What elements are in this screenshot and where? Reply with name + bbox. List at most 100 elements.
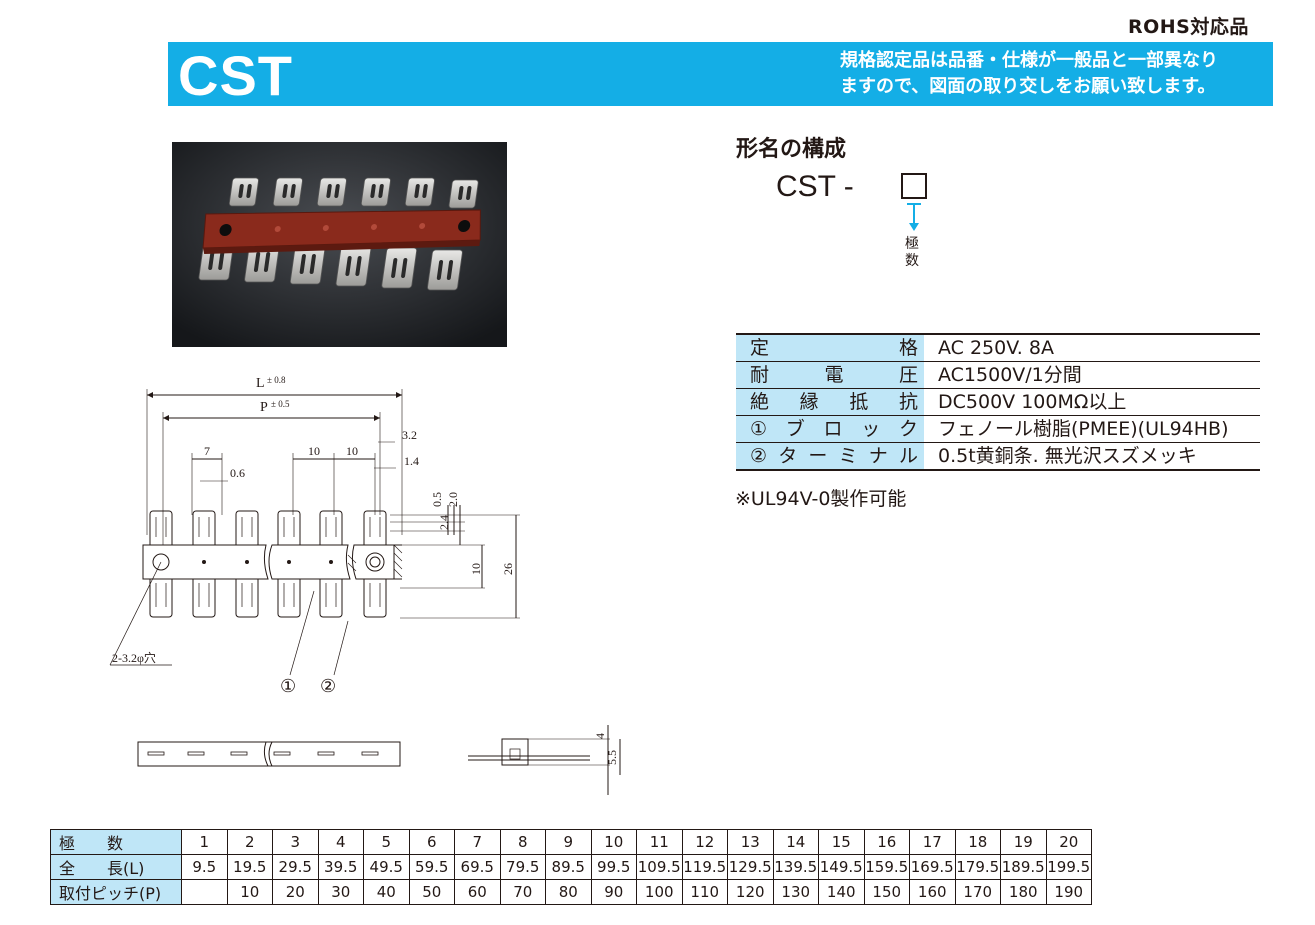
spec-key: ①ブロック <box>736 415 924 443</box>
dim-0-6-label: 0.6 <box>230 466 245 480</box>
table-cell: 120 <box>727 879 774 905</box>
table-cell: 100 <box>636 879 683 905</box>
table-cell: 99.5 <box>590 854 637 880</box>
table-cell: 12 <box>681 829 728 855</box>
table-cell: 69.5 <box>454 854 501 880</box>
table-cell: 110 <box>681 879 728 905</box>
arrow-down-icon <box>907 203 921 231</box>
table-cell: 2 <box>226 829 273 855</box>
row-header: 取付ピッチ(P) <box>50 879 182 905</box>
title-banner <box>168 42 1273 106</box>
spec-value: DC500V 100MΩ以上 <box>924 388 1260 416</box>
row-header: 極 数 <box>50 829 182 855</box>
table-cell: 149.5 <box>818 854 865 880</box>
dim-2-0-label: 2.0 <box>446 492 460 507</box>
spec-note: ※UL94V-0製作可能 <box>735 488 907 510</box>
table-cell: 5 <box>363 829 410 855</box>
table-cell: 79.5 <box>499 854 546 880</box>
table-cell: 40 <box>363 879 410 905</box>
spec-key: ②ターミナル <box>736 442 924 471</box>
product-title: CST <box>178 44 293 107</box>
spec-key: 絶縁抵抗 <box>736 388 924 416</box>
terminal-block-illustration <box>172 142 507 347</box>
dim-2-4-label: 2.4 <box>437 515 451 530</box>
dim-10-vertical-label: 10 <box>469 563 483 575</box>
dim-26-label: 26 <box>501 563 515 575</box>
table-cell: 20 <box>272 879 319 905</box>
table-cell: 70 <box>499 879 546 905</box>
rohs-label: ROHS対応品 <box>1128 16 1249 38</box>
table-cell: 10 <box>226 879 273 905</box>
table-cell: 3 <box>272 829 319 855</box>
dim-l-tolerance: ± 0.8 <box>267 375 286 385</box>
table-cell: 8 <box>499 829 546 855</box>
table-cell: 15 <box>818 829 865 855</box>
table-cell: 19 <box>1000 829 1047 855</box>
pole-count-box <box>901 173 927 199</box>
part-number-code: CST - <box>776 170 854 203</box>
table-cell: 19.5 <box>226 854 273 880</box>
table-cell: 130 <box>772 879 819 905</box>
table-cell: 18 <box>954 829 1001 855</box>
table-cell: 9.5 <box>181 854 228 880</box>
dim-p-label: P <box>260 400 268 415</box>
table-cell: 179.5 <box>954 854 1001 880</box>
certification-note: 規格認定品は品番・仕様が一般品と一部異なり ますので、図面の取り交しをお願い致し… <box>840 48 1270 100</box>
table-cell: 150 <box>863 879 910 905</box>
dim-5-5-label: 5.5 <box>605 750 619 765</box>
table-cell: 140 <box>818 879 865 905</box>
table-cell: 7 <box>454 829 501 855</box>
table-cell: 119.5 <box>681 854 728 880</box>
spec-value: 0.5t黄銅条. 無光沢スズメッキ <box>924 442 1260 471</box>
dim-10a-label: 10 <box>308 444 320 458</box>
table-cell: 11 <box>636 829 683 855</box>
table-cell: 10 <box>590 829 637 855</box>
table-cell: 159.5 <box>863 854 910 880</box>
table-cell: 49.5 <box>363 854 410 880</box>
table-cell: 30 <box>317 879 364 905</box>
spec-value: AC 250V. 8A <box>924 333 1260 362</box>
dimension-drawing: L ± 0.8 P ± 0.5 7 0.6 10 10 3.2 1.4 0.5 … <box>109 375 621 795</box>
dim-0-5-label: 0.5 <box>430 492 444 507</box>
dim-3-2-label: 3.2 <box>402 428 417 442</box>
table-cell: 13 <box>727 829 774 855</box>
table-cell: 139.5 <box>772 854 819 880</box>
block-marker: ① <box>280 676 296 696</box>
table-cell: 129.5 <box>727 854 774 880</box>
table-cell: 50 <box>408 879 455 905</box>
certification-note-line2: ますので、図面の取り交しをお願い致します。 <box>840 76 1216 97</box>
table-cell: 20 <box>1045 829 1092 855</box>
table-cell: 170 <box>954 879 1001 905</box>
spec-value: フェノール樹脂(PMEE)(UL94HB) <box>924 415 1260 443</box>
table-cell <box>181 879 228 905</box>
table-cell: 90 <box>590 879 637 905</box>
dim-1-4-label: 1.4 <box>404 454 419 468</box>
terminal-marker: ② <box>320 676 336 696</box>
table-cell: 189.5 <box>1000 854 1047 880</box>
hole-label: 2-3.2φ穴 <box>112 650 156 665</box>
dim-l-label: L <box>256 376 265 391</box>
table-cell: 80 <box>545 879 592 905</box>
spec-key: 定格 <box>736 333 924 362</box>
dim-10b-label: 10 <box>346 444 358 458</box>
table-cell: 89.5 <box>545 854 592 880</box>
dim-4-label: 4 <box>593 733 607 739</box>
table-cell: 199.5 <box>1045 854 1092 880</box>
table-cell: 169.5 <box>909 854 956 880</box>
table-cell: 14 <box>772 829 819 855</box>
table-cell: 190 <box>1045 879 1092 905</box>
table-cell: 160 <box>909 879 956 905</box>
table-cell: 60 <box>454 879 501 905</box>
table-cell: 109.5 <box>636 854 683 880</box>
table-cell: 39.5 <box>317 854 364 880</box>
table-cell: 17 <box>909 829 956 855</box>
row-header: 全 長(L) <box>50 854 182 880</box>
